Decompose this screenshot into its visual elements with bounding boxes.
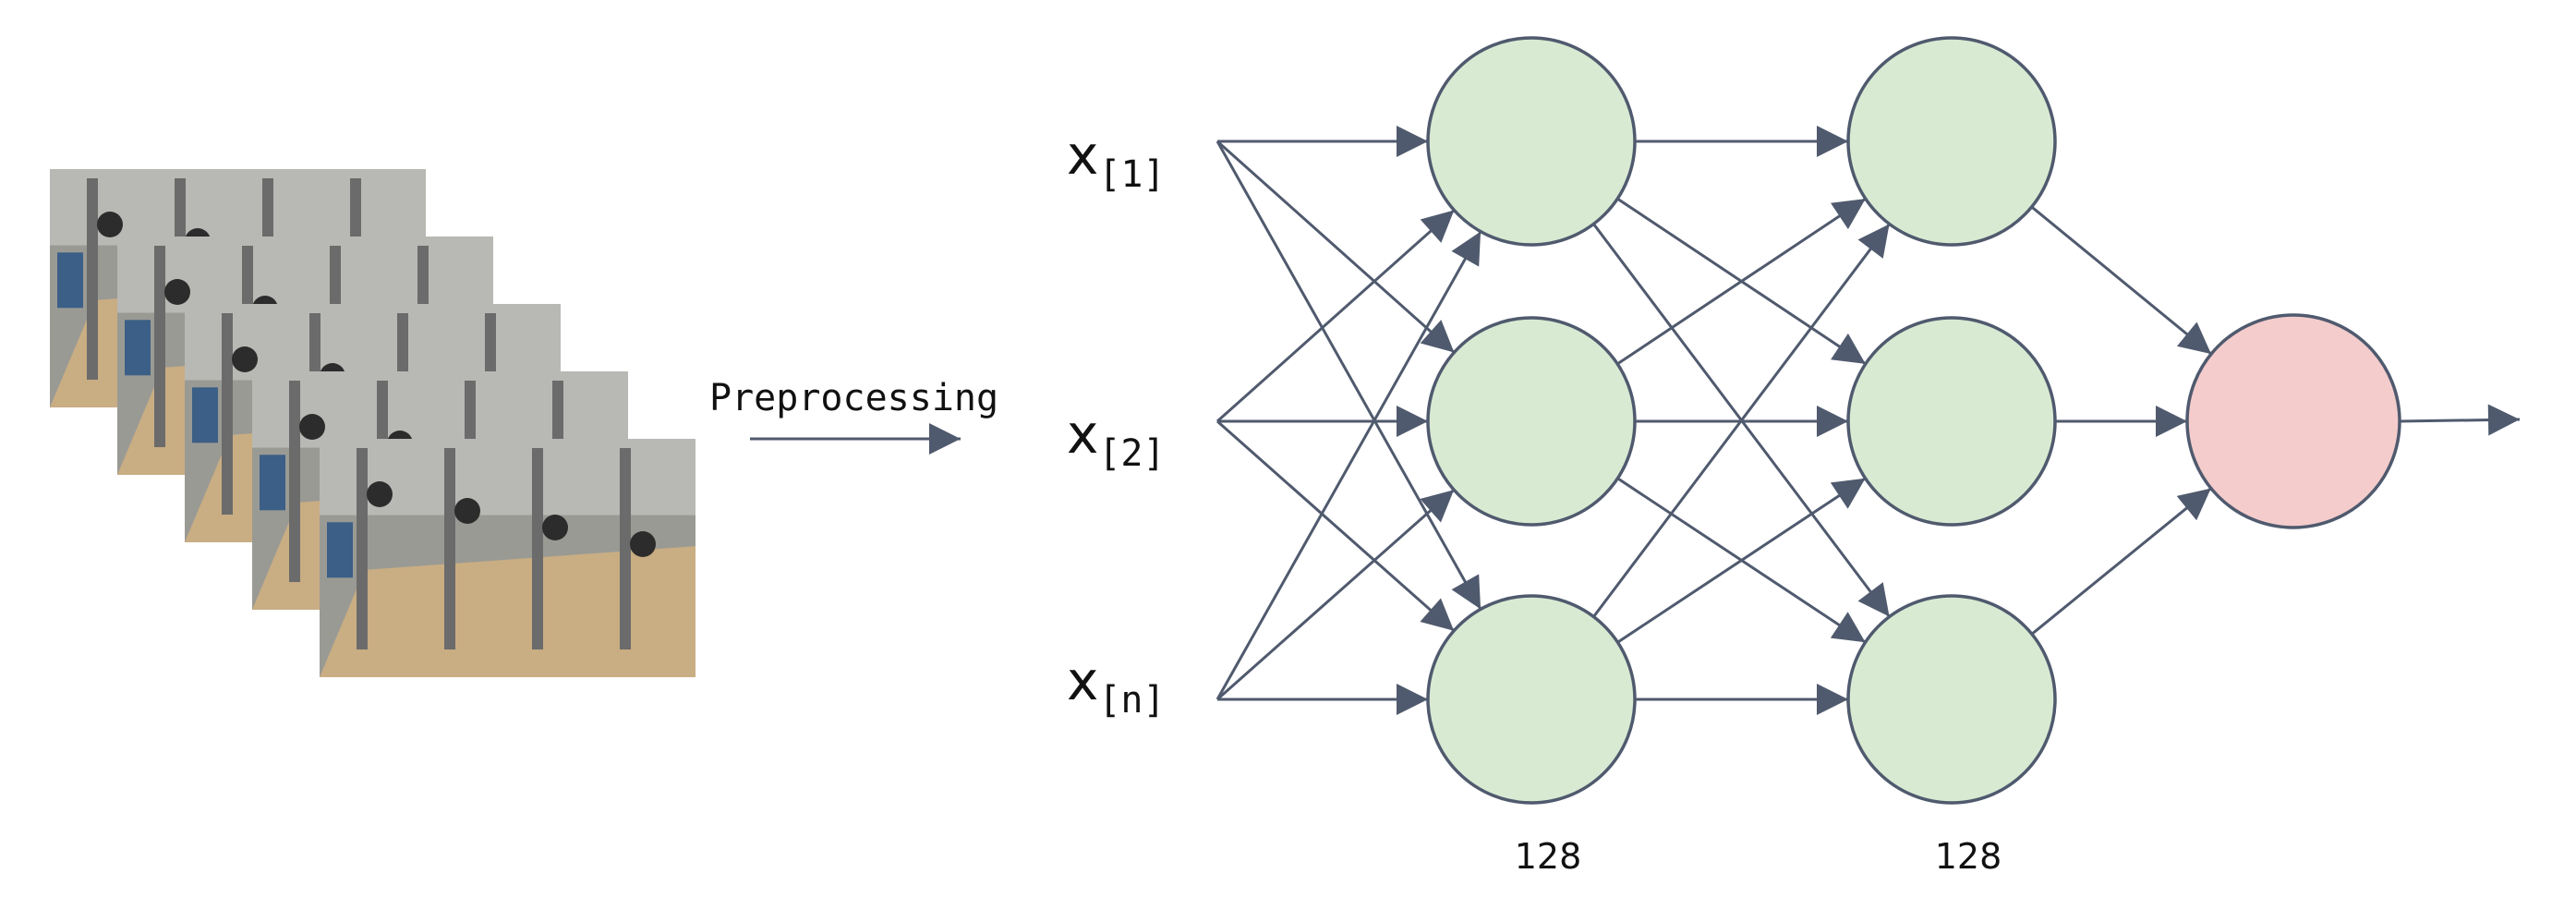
input-label-base: x: [1067, 649, 1098, 712]
connection-arrow: [2399, 404, 2521, 436]
hidden-neuron: [1846, 36, 2057, 247]
neurons: [1426, 36, 2401, 805]
input-labels: x[1] x[2] x[n]: [1067, 124, 1166, 722]
connection-arrow: [2030, 487, 2212, 636]
connection-arrow: [1215, 230, 1482, 700]
input-label: x[n]: [1067, 649, 1166, 722]
input-label-sub: [1]: [1098, 153, 1165, 196]
machine-photo-icon: [320, 439, 695, 677]
hidden-neuron: [1426, 594, 1637, 805]
input-label-sub: [n]: [1098, 679, 1165, 722]
input-label: x[2]: [1067, 403, 1166, 475]
preprocessing-label: Preprocessing: [709, 377, 998, 419]
connection-arrow: [1215, 140, 1482, 611]
hidden-neuron: [1846, 594, 2057, 805]
hidden-layer-2-size: 128: [1935, 836, 2002, 877]
connections: [1215, 126, 2521, 715]
layer-size-labels: 128 128: [1515, 836, 2002, 877]
connection-arrow: [1216, 419, 1456, 632]
hidden-neuron: [1426, 36, 1637, 247]
connection-arrow: [1216, 140, 1456, 354]
connection-arrow: [1616, 477, 1867, 644]
connection-arrow: [1592, 223, 1891, 618]
hidden-neuron: [1846, 316, 2057, 527]
image-stack: [50, 169, 695, 677]
connection-arrow: [1216, 489, 1456, 701]
connection-arrow: [1216, 209, 1456, 423]
input-label-base: x: [1067, 403, 1098, 466]
connection-arrow: [2030, 205, 2212, 356]
input-label: x[1]: [1067, 124, 1166, 196]
input-label-sub: [2]: [1098, 432, 1165, 475]
connection-arrow: [1616, 197, 1867, 366]
hidden-neuron: [1426, 316, 1637, 527]
input-label-base: x: [1067, 124, 1098, 187]
hidden-layer-1-size: 128: [1515, 836, 1582, 877]
preprocessing-step: Preprocessing: [709, 377, 998, 455]
output-neuron: [2185, 313, 2401, 529]
